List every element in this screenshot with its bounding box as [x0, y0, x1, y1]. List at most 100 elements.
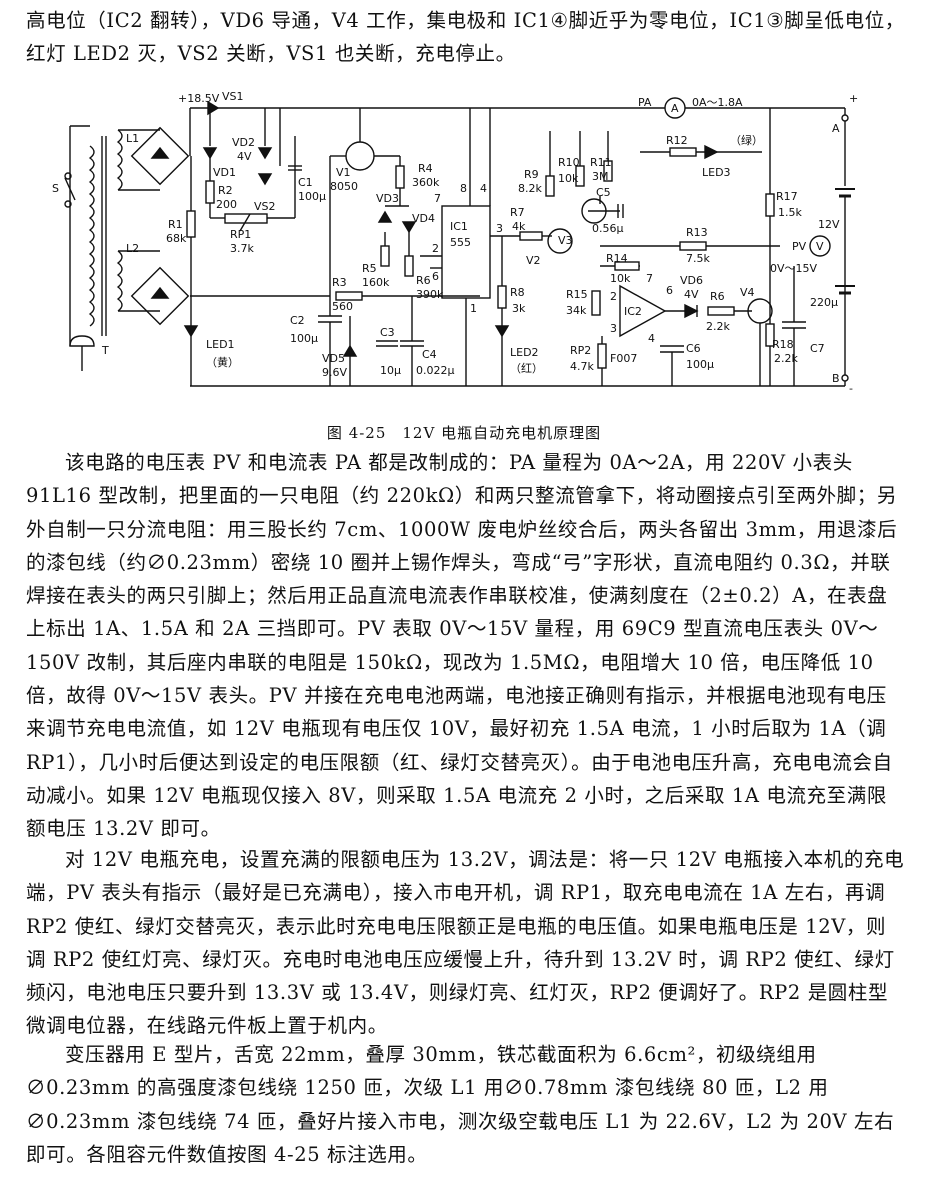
label-c3: C3 — [380, 326, 395, 339]
figure-caption: 图 4-25 12V 电瓶自动充电机原理图 — [326, 424, 602, 442]
label-f007: F007 — [610, 352, 637, 365]
label-r9: R9 — [524, 168, 539, 181]
label-led2-color: （红） — [510, 362, 543, 375]
label-led3: LED3 — [702, 166, 731, 179]
label-vs1: VS1 — [222, 90, 244, 103]
label-pin4: 4 — [480, 182, 487, 195]
top-paragraph: 高电位（IC2 翻转），VD6 导通，V4 工作，集电极和 IC1④脚近乎为零电… — [26, 9, 905, 66]
label-r6b-val: 2.2k — [706, 320, 730, 333]
label-pin-p2: 2 — [610, 290, 617, 303]
label-r5-val: 160k — [362, 276, 390, 289]
label-vd6-val: 4V — [684, 288, 699, 301]
label-pv-range: 0V～15V — [770, 262, 818, 275]
label-r15: R15 — [566, 288, 588, 301]
label-pa: PA — [638, 96, 652, 109]
label-pin3: 3 — [496, 222, 503, 235]
label-c5: C5 — [596, 186, 611, 199]
label-vd1: VD1 — [213, 166, 236, 179]
label-ic1-val: 555 — [450, 236, 471, 249]
label-vs2: VS2 — [254, 200, 276, 213]
label-led1: LED1 — [206, 338, 235, 351]
label-rp2-val: 4.7k — [570, 360, 594, 373]
paragraph-meters: 该电路的电压表 PV 和电流表 PA 都是改制成的：PA 量程为 0A～2A，用… — [26, 451, 898, 841]
label-r6: R6 — [416, 274, 431, 287]
label-r12: R12 — [666, 134, 688, 147]
label-c7-val: 220μ — [810, 296, 838, 309]
label-r2-val: 200 — [216, 198, 237, 211]
label-r7-val: 4k — [512, 220, 526, 233]
label-r10: R10 — [558, 156, 580, 169]
label-r4: R4 — [418, 162, 433, 175]
label-r2: R2 — [218, 184, 233, 197]
label-pv-symbol: V — [816, 240, 824, 253]
label-r15-val: 34k — [566, 304, 587, 317]
label-r8-val: 3k — [512, 302, 526, 315]
paragraph-transformer: 变压器用 E 型片，舌宽 22mm，叠厚 30mm，铁芯截面积为 6.6cm²，… — [26, 1043, 895, 1166]
label-ic1: IC1 — [450, 220, 468, 233]
label-ic2: IC2 — [624, 305, 642, 318]
label-r17: R17 — [776, 190, 798, 203]
label-c1-val: 100μ — [298, 190, 326, 203]
label-c6: C6 — [686, 342, 701, 355]
label-c7: C7 — [810, 342, 825, 355]
label-v3: V3 — [558, 234, 573, 247]
label-pin1: 1 — [470, 302, 477, 315]
label-rp1-val: 3.7k — [230, 242, 254, 255]
label-l1: L1 — [126, 132, 139, 145]
label-c4: C4 — [422, 348, 437, 361]
label-c3-val: 10μ — [380, 364, 401, 377]
label-l2: L2 — [126, 242, 139, 255]
label-minus: - — [849, 382, 853, 395]
label-c5-val: 0.56μ — [592, 222, 624, 235]
label-pin-p3: 3 — [610, 322, 617, 335]
label-vd5: VD5 — [322, 352, 345, 365]
label-rp2: RP2 — [570, 344, 591, 357]
label-c6-val: 100μ — [686, 358, 714, 371]
label-plus: + — [849, 92, 858, 105]
label-r9-val: 8.2k — [518, 182, 542, 195]
label-r10-val: 10k — [558, 172, 579, 185]
label-battery: 12V — [818, 218, 840, 231]
label-pin6: 6 — [432, 270, 439, 283]
label-r4-val: 360k — [412, 176, 440, 189]
label-led3-color: （绿） — [730, 133, 763, 147]
label-v2: V2 — [526, 254, 541, 267]
circuit-schematic: +18.5V VS1 PA A 0A～1.8A A + B - S T L1 L… — [52, 90, 858, 395]
label-pa-symbol: A — [671, 102, 679, 115]
label-r1-val: 68k — [166, 232, 187, 245]
label-pin2: 2 — [432, 242, 439, 255]
label-pin-p4: 4 — [648, 332, 655, 345]
label-vd2: VD2 — [232, 136, 255, 149]
label-v1: V1 — [336, 166, 351, 179]
label-vd4: VD4 — [412, 212, 435, 225]
label-vd2-val: 4V — [237, 150, 252, 163]
label-pin7: 7 — [434, 192, 441, 205]
label-terminal-a: A — [832, 122, 840, 135]
label-r17-val: 1.5k — [778, 206, 802, 219]
label-r18-val: 2.2k — [774, 352, 798, 365]
label-r6-val: 390k — [416, 288, 444, 301]
label-vd6: VD6 — [680, 274, 703, 287]
label-r14: R14 — [606, 252, 628, 265]
label-t: T — [101, 344, 109, 357]
label-r18: R18 — [772, 338, 794, 351]
label-pin8: 8 — [460, 182, 467, 195]
label-pin-p7: 7 — [646, 272, 653, 285]
label-r14-val: 10k — [610, 272, 631, 285]
label-vd3: VD3 — [376, 192, 399, 205]
label-c4-val: 0.022μ — [416, 364, 455, 377]
label-pv: PV — [792, 240, 807, 253]
label-r5: R5 — [362, 262, 377, 275]
label-pa-range: 0A～1.8A — [692, 96, 743, 109]
label-terminal-b: B — [832, 372, 840, 385]
label-r11: R11 — [590, 156, 612, 169]
label-r7: R7 — [510, 206, 525, 219]
label-c2-val: 100μ — [290, 332, 318, 345]
label-c1: C1 — [298, 176, 313, 189]
label-led1-color: （黄） — [206, 355, 239, 369]
label-v1-val: 8050 — [330, 180, 358, 193]
label-r3: R3 — [332, 276, 347, 289]
label-pin-p6: 6 — [666, 284, 673, 297]
label-r13-val: 7.5k — [686, 252, 710, 265]
label-led2: LED2 — [510, 346, 539, 359]
